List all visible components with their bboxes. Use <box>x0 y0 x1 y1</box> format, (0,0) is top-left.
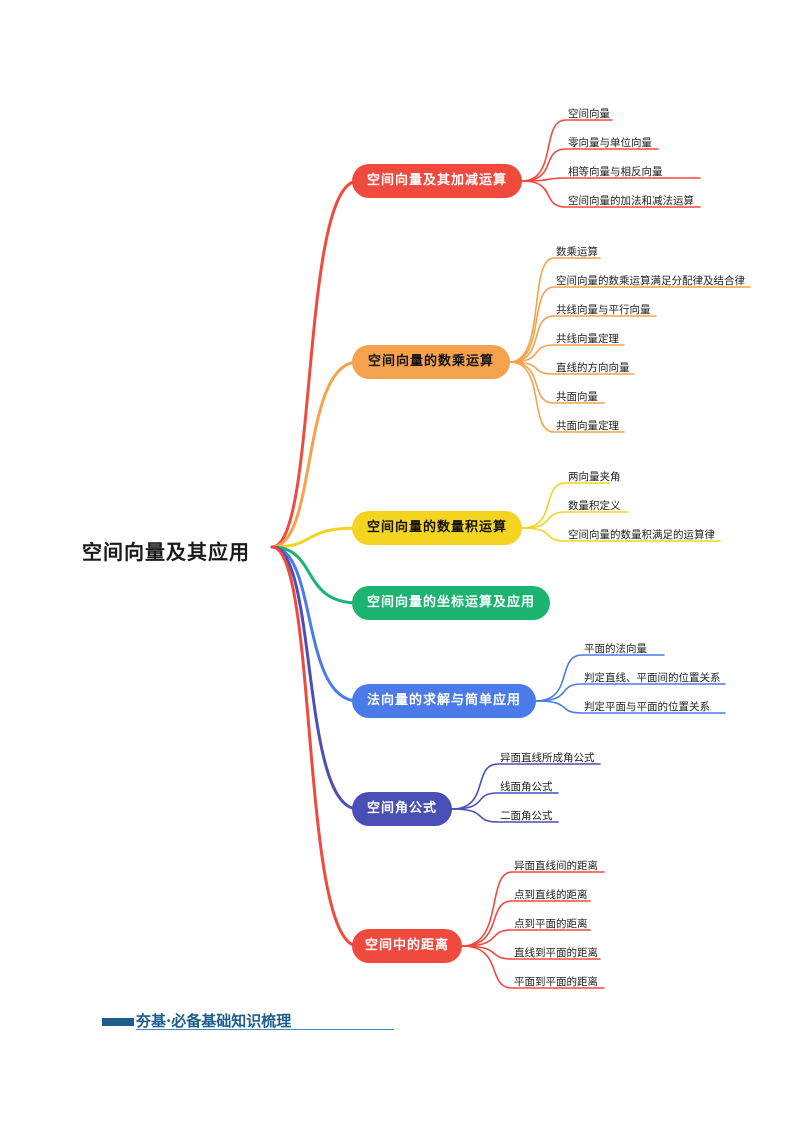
leaf-connector <box>521 177 701 182</box>
leaf-node: 平面到平面的距离 <box>514 976 598 988</box>
leaf-node: 判定平面与平面的位置关系 <box>584 701 710 713</box>
branch-node: 法向量的求解与简单应用 <box>352 684 536 718</box>
leaf-node: 数乘运算 <box>556 246 598 258</box>
branch-node: 空间角公式 <box>352 792 452 826</box>
leaf-node: 空间向量的加法和减法运算 <box>568 195 694 207</box>
leaf-connector <box>461 871 605 947</box>
leaf-node: 直线的方向向量 <box>556 362 630 374</box>
leaf-connector <box>451 808 559 823</box>
leaf-node: 平面的法向量 <box>584 643 647 655</box>
leaf-node: 二面角公式 <box>500 810 553 822</box>
leaf-node: 异面直线所成角公式 <box>500 752 595 764</box>
leaf-node: 直线到平面的距离 <box>514 947 598 959</box>
leaf-node: 共面向量 <box>556 391 598 403</box>
leaf-node: 点到平面的距离 <box>514 918 588 930</box>
leaf-node: 空间向量的数乘运算满足分配律及结合律 <box>556 275 745 287</box>
leaf-connector <box>509 286 751 363</box>
leaf-connector <box>521 148 659 182</box>
leaf-node: 共线向量与平行向量 <box>556 304 651 316</box>
leaf-connector <box>509 361 635 375</box>
leaf-connector <box>451 763 601 810</box>
branch-node: 空间中的距离 <box>352 929 462 963</box>
leaf-node: 空间向量 <box>568 108 610 120</box>
mindmap-root-title: 空间向量及其应用 <box>82 540 250 564</box>
leaf-connector <box>509 344 625 363</box>
branch-connector <box>270 545 360 605</box>
leaf-connector <box>451 792 559 810</box>
branch-node: 空间向量的数乘运算 <box>352 345 510 379</box>
footer-accent-bar <box>102 1018 134 1026</box>
leaf-node: 共面向量定理 <box>556 420 619 432</box>
leaf-node: 两向量夹角 <box>568 471 621 483</box>
leaf-node: 点到直线的距离 <box>514 889 588 901</box>
leaf-connector <box>461 945 605 989</box>
leaf-node: 相等向量与相反向量 <box>568 166 663 178</box>
leaf-connector <box>509 257 601 363</box>
branch-connector <box>270 526 360 549</box>
branch-node: 空间向量的数量积运算 <box>352 511 522 545</box>
leaf-connector <box>535 683 726 702</box>
branch-node: 空间向量的坐标运算及应用 <box>352 586 550 620</box>
leaf-connector <box>521 511 629 529</box>
branch-connector <box>270 545 360 811</box>
branch-connector <box>270 545 360 703</box>
leaf-connector <box>521 180 701 208</box>
leaf-node: 异面直线间的距离 <box>514 860 598 872</box>
footer-title: 夯基·必备基础知识梳理 <box>136 1012 292 1030</box>
leaf-connector <box>535 654 665 702</box>
leaf-node: 线面角公式 <box>500 781 553 793</box>
branch-connector <box>270 545 360 948</box>
leaf-node: 判定直线、平面间的位置关系 <box>584 672 721 684</box>
leaf-node: 共线向量定理 <box>556 333 619 345</box>
branch-node: 空间向量及其加减运算 <box>352 164 522 198</box>
footer-underline <box>136 1029 394 1030</box>
branch-connector <box>270 179 360 549</box>
leaf-connector <box>461 900 591 947</box>
leaf-connector <box>509 315 657 363</box>
leaf-connector <box>521 527 721 542</box>
leaf-connector <box>521 482 611 529</box>
branch-connector <box>270 360 360 549</box>
leaf-node: 空间向量的数量积满足的运算律 <box>568 529 715 541</box>
leaf-connector <box>535 700 726 714</box>
leaf-node: 数量积定义 <box>568 500 621 512</box>
leaf-node: 零向量与单位向量 <box>568 137 652 149</box>
leaf-connector <box>461 929 591 947</box>
leaf-connector <box>461 945 601 960</box>
leaf-connector <box>521 119 613 182</box>
leaf-connector <box>509 361 625 433</box>
